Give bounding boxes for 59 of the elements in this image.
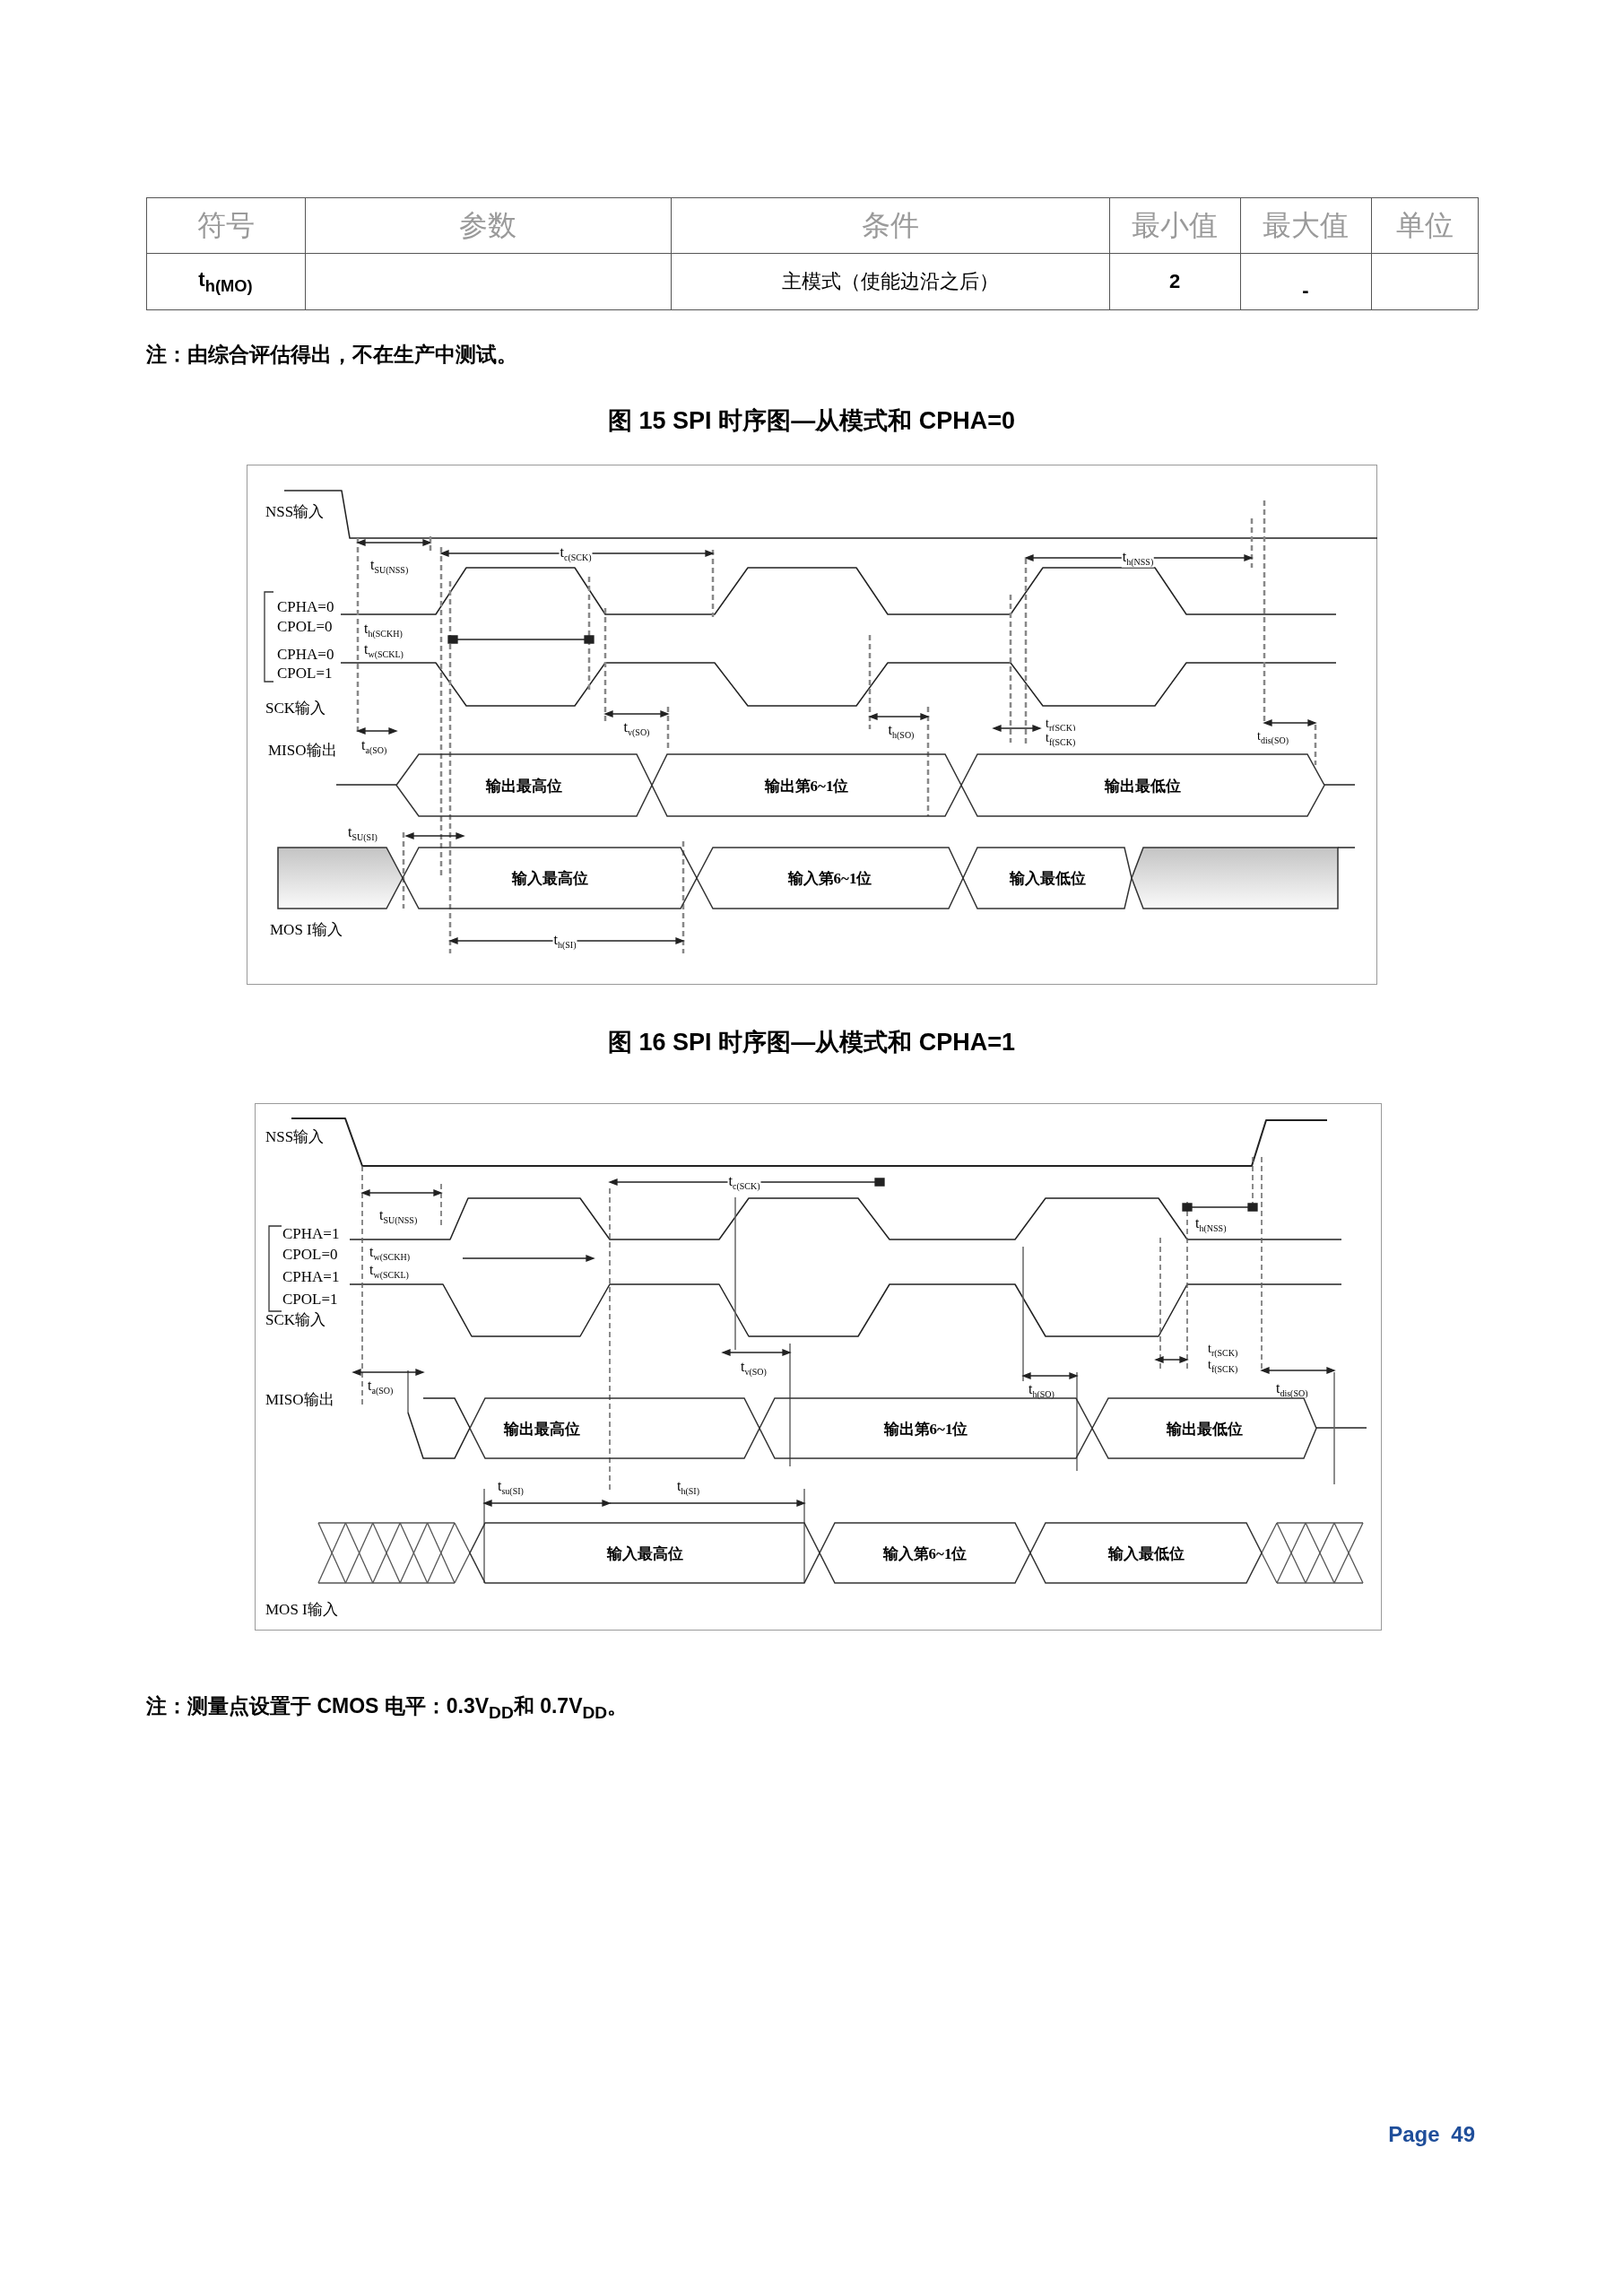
data-bit-segment: [470, 1398, 759, 1458]
data-bit-segment: [759, 1398, 1092, 1458]
bit-label: 输入最高位: [511, 868, 588, 889]
signal-name: MOS I输入: [265, 1601, 338, 1619]
timing-label: t$_{f(SCK)}$: [1045, 730, 1077, 748]
page-number: Page 49: [1388, 2122, 1475, 2147]
signal-name: SCK输入: [265, 700, 326, 718]
column-header: 单位: [1395, 208, 1454, 242]
value-text: -: [1302, 278, 1309, 302]
signal-name: CPHA=0: [277, 598, 334, 616]
column-header: 最大值: [1263, 208, 1349, 242]
signal-name: NSS输入: [265, 503, 325, 521]
data-bit-segment: [652, 754, 961, 816]
bit-label: 输出最低位: [1105, 776, 1181, 796]
data-bit-segment: [396, 754, 652, 816]
data-bit-segment: [820, 1523, 1030, 1583]
signal-name: SCK输入: [265, 1311, 326, 1329]
data-bit-segment: [961, 754, 1324, 816]
data-bit-segment: [470, 1523, 820, 1583]
bit-label: 输出最高位: [503, 1419, 580, 1439]
figure-title: 图 16 SPI 时序图—从模式和 CPHA=1: [608, 1029, 1015, 1057]
data-bit-segment: [1092, 1398, 1316, 1458]
signal-name: CPHA=0: [277, 646, 334, 664]
column-header: 最小值: [1132, 208, 1218, 242]
data-bit-segment: [1030, 1523, 1262, 1583]
figure-title: 图 15 SPI 时序图—从模式和 CPHA=0: [608, 407, 1015, 436]
condition-text: 主模式（使能边沿之后）: [781, 269, 999, 293]
bit-label: 输入最低位: [1107, 1544, 1185, 1563]
signal-name: CPHA=1: [282, 1225, 340, 1243]
signal-name: MISO输出: [265, 1391, 334, 1409]
column-header: 条件: [861, 208, 919, 242]
signal-name: NSS输入: [265, 1128, 325, 1146]
bit-label: 输入第6~1位: [882, 1544, 968, 1563]
column-header: 符号: [196, 208, 255, 242]
signal-name: MISO输出: [268, 742, 337, 760]
note-text: 注：由综合评估得出，不在生产中测试。: [146, 342, 517, 367]
signal-name: CPOL=1: [277, 665, 333, 683]
data-bit-segment: [697, 848, 963, 909]
bit-label: 输出最高位: [486, 776, 562, 796]
signal-name: CPOL=0: [282, 1246, 338, 1264]
timing-label: t$_{w(SCKL)}$: [369, 1261, 410, 1281]
value-text: 2: [1168, 269, 1181, 293]
data-bit-segment: [403, 848, 697, 909]
signal-name: CPOL=0: [277, 618, 333, 636]
bit-label: 输出第6~1位: [764, 776, 849, 796]
bit-label: 输出最低位: [1166, 1419, 1243, 1439]
bit-label: 输入第6~1位: [787, 868, 872, 889]
signal-name: CPOL=1: [282, 1291, 338, 1309]
bit-label: 输出第6~1位: [883, 1419, 968, 1439]
signal-name: CPHA=1: [282, 1268, 340, 1286]
undefined-data-block: [1132, 848, 1338, 909]
symbol-text: t$_{h(MO)}$: [198, 267, 253, 295]
timing-label: t$_{f(SCK)}$: [1207, 1357, 1239, 1375]
data-bit-segment: [963, 848, 1132, 909]
bit-label: 输入最低位: [1009, 868, 1086, 889]
note-text: 注：测量点设置于 CMOS 电平：0.3V$_{DD}$和 0.7V$_{DD}$。: [146, 1694, 629, 1723]
bit-label: 输入最高位: [606, 1544, 683, 1563]
undefined-data-block: [278, 848, 403, 909]
column-header: 参数: [459, 208, 516, 242]
